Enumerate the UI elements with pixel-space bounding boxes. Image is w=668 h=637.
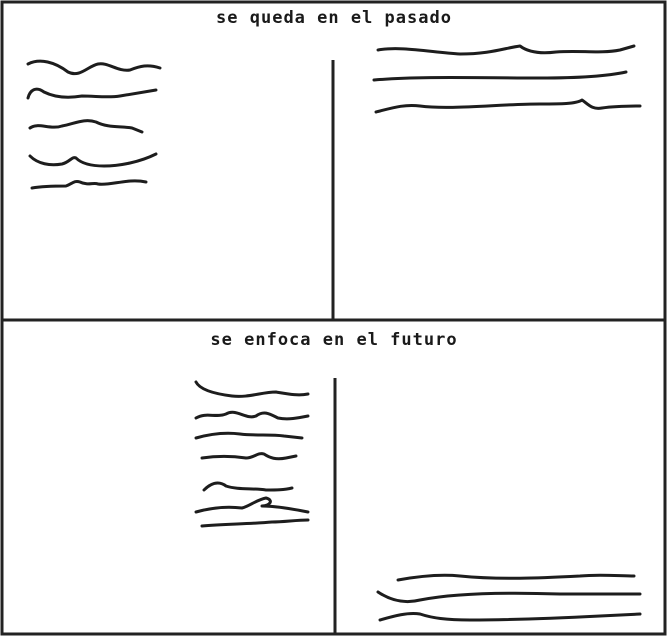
scribble-line (374, 98, 642, 114)
bottom-left-scribbles (194, 380, 310, 528)
scribble-line (376, 44, 636, 56)
scribble-line (194, 431, 304, 440)
bottom-right-scribbles (376, 573, 642, 622)
bottom-panel-caption: se enfoca en el futuro (210, 330, 458, 350)
scribble-line (194, 410, 310, 421)
top-right-scribbles (372, 44, 642, 114)
top-panel-caption: se queda en el pasado (216, 8, 452, 28)
scribble-line (200, 518, 310, 528)
scribble-line (194, 380, 310, 398)
scribble-line (28, 119, 144, 134)
scribble-line (378, 612, 642, 622)
scribble-line (194, 496, 310, 514)
scribble-line (202, 481, 294, 492)
scribble-line (200, 452, 298, 461)
scribble-line (26, 59, 162, 76)
scribble-line (30, 179, 148, 190)
scribble-line (376, 590, 642, 604)
scribble-line (396, 573, 636, 582)
scribble-line (28, 152, 158, 168)
top-left-scribbles (26, 59, 162, 190)
scribble-line (26, 87, 158, 100)
scribble-line (372, 70, 628, 82)
